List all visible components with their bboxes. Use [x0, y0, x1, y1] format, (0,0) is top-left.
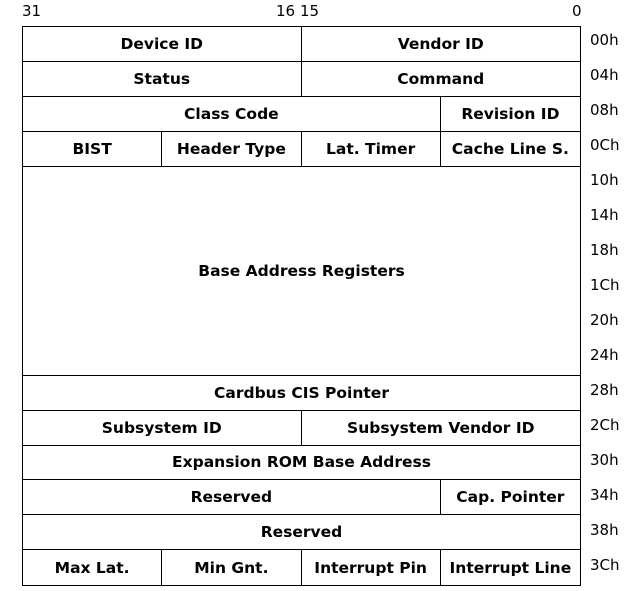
cardbus-cis-pointer-cell: Cardbus CIS Pointer: [23, 376, 580, 411]
offset-label: 28h: [590, 381, 619, 399]
offset-label: 30h: [590, 451, 619, 469]
base-address-registers-cell: Base Address Registers: [23, 167, 580, 376]
offset-label: 14h: [590, 206, 619, 224]
offset-label: 0Ch: [590, 136, 620, 154]
offset-label: 20h: [590, 311, 619, 329]
offset-label: 10h: [590, 171, 619, 189]
command-cell: Command: [301, 62, 580, 97]
offset-label: 04h: [590, 66, 619, 84]
class-code-cell: Class Code: [23, 96, 441, 132]
offset-label: 24h: [590, 346, 619, 364]
max-lat-cell: Max Lat.: [23, 550, 163, 585]
offset-label: 38h: [590, 521, 619, 539]
min-gnt-cell: Min Gnt.: [162, 550, 302, 585]
reserved-38-cell: Reserved: [23, 515, 580, 551]
offset-label: 34h: [590, 486, 619, 504]
bit-label-15: 15: [300, 2, 320, 20]
offset-label: 08h: [590, 101, 619, 119]
header-type-cell: Header Type: [162, 131, 302, 167]
interrupt-line-cell: Interrupt Line: [449, 558, 572, 577]
revision-id-cell: Revision ID: [440, 97, 580, 132]
offset-label: 3Ch: [590, 556, 620, 574]
offset-label: 00h: [590, 31, 619, 49]
interrupt-pin-cell: Interrupt Pin: [302, 550, 441, 585]
status-cell: Status: [23, 61, 302, 97]
offset-label: 2Ch: [590, 416, 620, 434]
offset-label: 18h: [590, 241, 619, 259]
subsystem-id-cell: Subsystem ID: [23, 410, 302, 446]
offset-label: 1Ch: [590, 276, 620, 294]
bit-label-31: 31: [22, 2, 42, 20]
subsystem-vendor-id-cell: Subsystem Vendor ID: [301, 411, 580, 446]
cache-line-cell: Cache Line S.: [440, 132, 580, 167]
vendor-id-cell: Vendor ID: [301, 27, 580, 62]
bit-label-0: 0: [572, 2, 582, 20]
expansion-rom-cell: Expansion ROM Base Address: [23, 446, 580, 481]
bist-cell: BIST: [23, 131, 163, 167]
device-id-cell: Device ID: [23, 27, 302, 62]
pci-config-header-table: Device ID Vendor ID Status Command Class…: [22, 26, 581, 586]
lat-timer-cell: Lat. Timer: [301, 131, 441, 167]
bit-label-16: 16: [276, 2, 296, 20]
reserved-34-cell: Reserved: [23, 480, 441, 516]
cap-pointer-cell: Cap. Pointer: [440, 480, 580, 516]
